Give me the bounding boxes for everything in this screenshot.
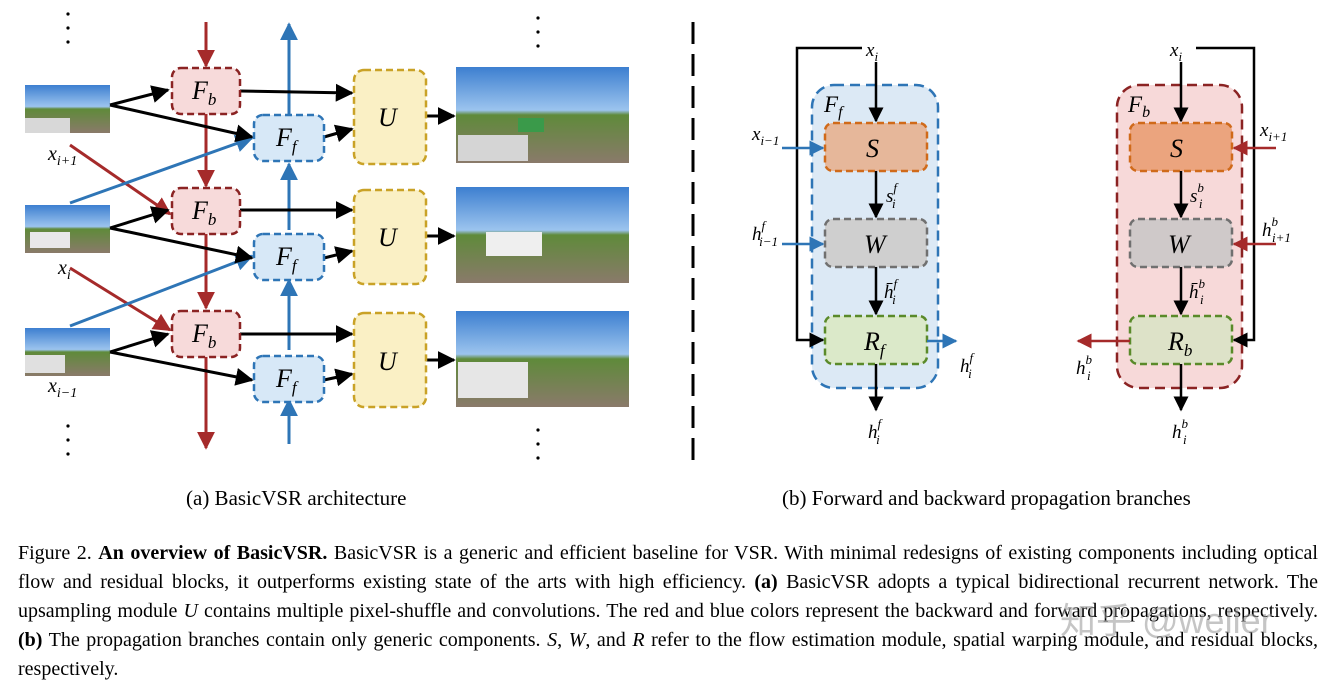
input-frame-next: [25, 85, 110, 133]
input-frame-previous: [25, 328, 110, 376]
output-frame-2: [456, 187, 629, 283]
caption-text-4: The propagation branches contain only ge…: [42, 629, 548, 651]
figure-caption: Figure 2. An overview of BasicVSR. Basic…: [18, 539, 1318, 684]
caption-U: U: [183, 600, 198, 622]
u-label-1: U: [378, 103, 399, 132]
forward-box-label: Ff: [823, 92, 845, 121]
caption-a-tag: (a): [754, 571, 778, 593]
panel-b-caption: (b) Forward and backward propagation bra…: [782, 486, 1191, 510]
ff-label-2: Ff: [275, 242, 299, 275]
flow-estimation-box-backward: [1128, 121, 1234, 173]
caption-S: S: [547, 629, 558, 651]
input-frame-current: [25, 205, 110, 253]
backward-propagation-arrows: [69, 22, 215, 450]
caption-text-5: and: [590, 629, 633, 651]
u-label-2: U: [378, 223, 399, 252]
upsampling-module-boxes: [352, 68, 428, 409]
frame-label-current: xi: [57, 257, 71, 283]
caption-b-tag: (b): [18, 629, 43, 651]
R-label-forward: Rf: [863, 327, 887, 360]
warping-box-backward: [1128, 217, 1234, 269]
W-label-forward: W: [864, 230, 888, 259]
caption-R: R: [632, 629, 645, 651]
frame-label-previous: xi−1: [47, 375, 77, 401]
forward-propagation-arrows: [69, 22, 298, 444]
u-label-3: U: [378, 347, 399, 376]
fb-label-2: Fb: [191, 196, 216, 229]
caption-comma-2: ,: [585, 629, 591, 651]
caption-text-3: contains multiple pixel-shuffle and conv…: [197, 600, 1318, 622]
forward-module-boxes: [252, 113, 326, 404]
x-i-label-backward: xi: [1169, 40, 1182, 64]
output-frame-1: [456, 67, 629, 163]
ellipsis-dots: [66, 12, 540, 460]
x-i-minus-1-label: xi−1: [751, 124, 779, 148]
caption-text-1: BasicVSR is a generic and efficient base…: [18, 542, 1318, 593]
backward-module-boxes: [170, 66, 242, 359]
x-i-plus-1-label: xi+1: [1259, 120, 1287, 144]
caption-lead: Figure 2.: [18, 542, 99, 564]
W-label-backward: W: [1168, 230, 1192, 259]
caption-text-2: BasicVSR adopts a typical bidirectional …: [18, 571, 1319, 622]
caption-bold-title: An overview of BasicVSR.: [98, 542, 328, 564]
output-frame-3: [456, 311, 629, 407]
ff-label-3: Ff: [275, 364, 299, 397]
S-label-forward: S: [866, 134, 879, 163]
R-label-backward: Rb: [1167, 327, 1192, 360]
panel-a-caption: (a) BasicVSR architecture: [186, 486, 407, 510]
S-label-backward: S: [1170, 134, 1183, 163]
fb-label-3: Fb: [191, 319, 216, 352]
warping-box-forward: [823, 217, 929, 269]
x-i-label-forward: xi: [865, 40, 878, 64]
figure-diagram: Fb Fb Fb Ff Ff Ff U U U xi+1 xi xi−1: [25, 12, 1291, 468]
ff-label-1: Ff: [275, 123, 299, 156]
backward-box-label: Fb: [1127, 92, 1150, 121]
caption-text-6: refer to the flow estimation module, spa…: [18, 629, 1318, 680]
watermark: 知乎 @weller: [1060, 600, 1273, 641]
caption-W: W: [568, 629, 586, 651]
panel-a-diagram: Fb Fb Fb Ff Ff Ff U U U xi+1 xi xi−1: [25, 12, 629, 460]
data-flow-arrows: [109, 83, 456, 387]
frame-label-next: xi+1: [47, 143, 77, 169]
caption-comma-1: ,: [557, 629, 569, 651]
flow-estimation-box-forward: [823, 121, 929, 173]
fb-label-1: Fb: [191, 76, 216, 109]
